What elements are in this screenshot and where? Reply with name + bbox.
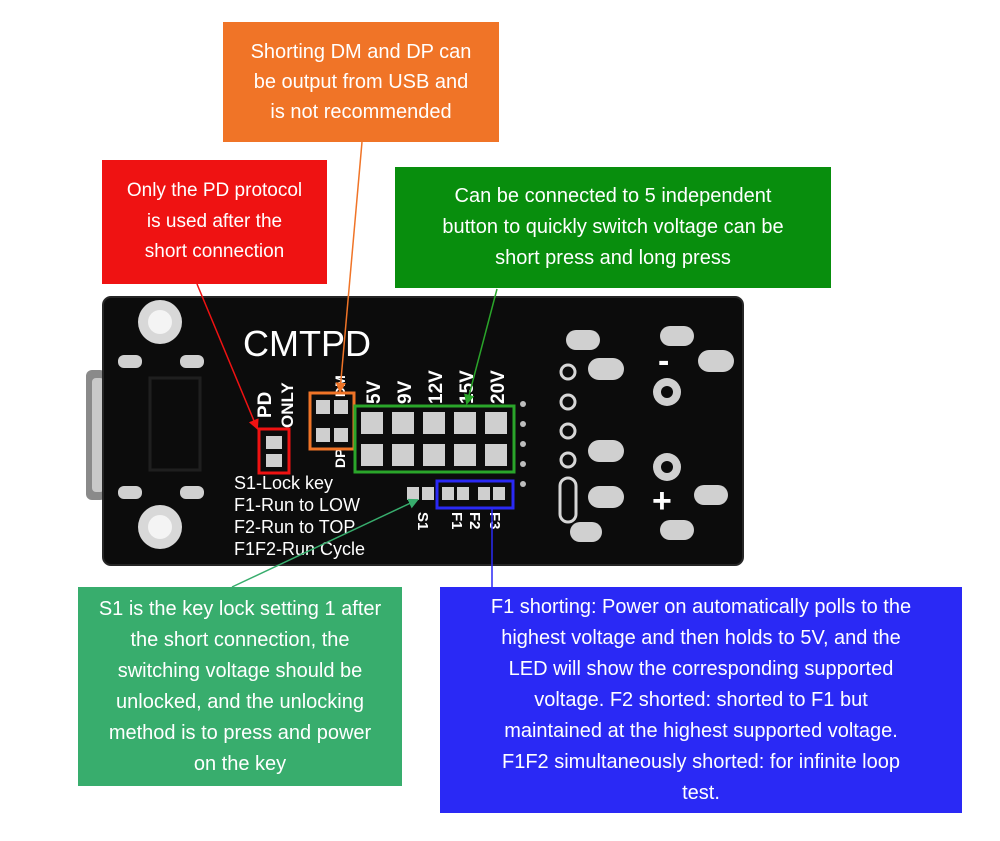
callout-dm-dp: Shorting DM and DP can be output from US… [223,22,499,142]
callout-s1-lock: S1 is the key lock setting 1 after the s… [78,587,402,786]
only-label: ONLY [278,382,297,428]
callout-voltage-buttons: Can be connected to 5 independent button… [395,167,831,288]
voltage-label-12v: 12V [426,370,447,404]
usb-pad [180,486,204,499]
legend-line: S1-Lock key [234,473,333,493]
callout-text: Only the PD protocol is used after the s… [126,180,303,263]
usb-pad [180,355,204,368]
voltage-label-5v: 5V [364,380,385,404]
dm-label: DM [332,375,348,397]
round-pads [559,363,577,469]
callout-f1-f2: F1 shorting: Power on automatically poll… [440,587,962,813]
board-title: CMTPD [243,323,371,364]
voltage-label-15v: 15V [457,370,478,404]
usb-pad [118,355,142,368]
legend-line: F2-Run to TOP [234,517,355,537]
slot-pads [566,326,734,542]
usb-pad [118,486,142,499]
via [520,401,526,487]
legend-line: F1-Run to LOW [234,495,360,515]
pad-label-s1: S1 [414,512,431,530]
plus-symbol: + [652,482,672,520]
callout-text: S1 is the key lock setting 1 after the s… [98,597,382,775]
callout-pd-only: Only the PD protocol is used after the s… [102,160,327,284]
callout-text: F1 shorting: Power on automatically poll… [490,595,912,804]
voltage-label-9v: 9V [395,380,416,404]
callout-text: Shorting DM and DP can be output from US… [250,41,472,123]
legend-line: F1F2-Run Cycle [234,539,365,559]
pad-label-f1: F1 [448,512,465,530]
oval-pad [558,476,578,524]
minus-symbol: - [658,342,669,380]
pd-label: PD [255,392,276,418]
pad-label-f3: F3 [486,512,503,530]
voltage-label-20v: 20V [488,370,509,404]
pad-label-f2: F2 [466,512,483,530]
terminal-hole [653,378,681,481]
mounting-hole [138,505,182,549]
callout-text: Can be connected to 5 independent button… [442,185,784,269]
mounting-hole [138,300,182,344]
dp-label: DP [332,449,348,468]
